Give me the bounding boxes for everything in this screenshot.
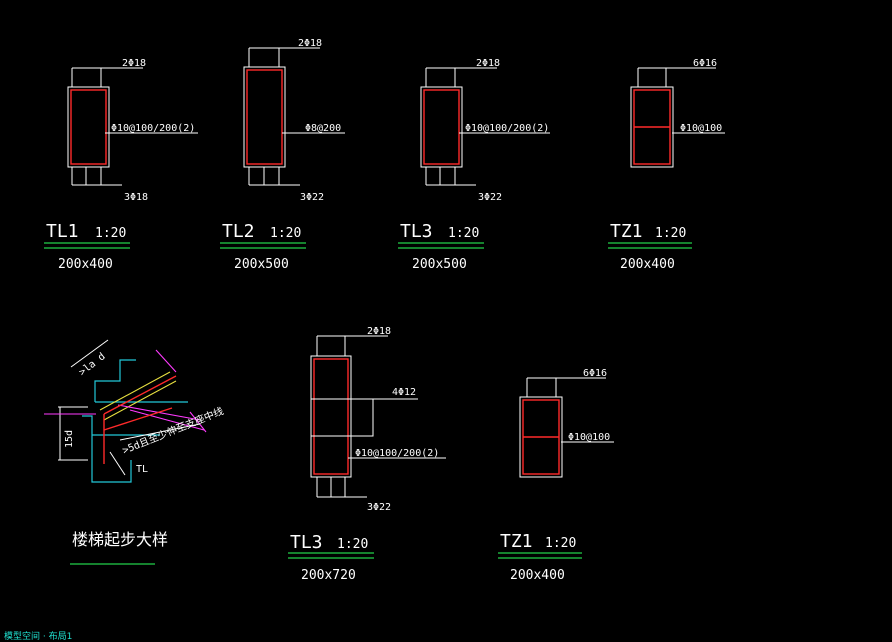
tl1-bottom-bars: 3Φ18 bbox=[124, 192, 148, 203]
tz1-bottom-stirrup: Φ10@100 bbox=[568, 432, 610, 443]
tl1-top-bars: 2Φ18 bbox=[122, 58, 146, 69]
stair-detail-title: 楼梯起步大样 bbox=[72, 530, 168, 549]
stair-start-detail: >la d 15d >5d且至少伸至支座中线 TL 楼梯起步大样 bbox=[44, 339, 225, 565]
title-tz1-top: TZ1 1:20 200x400 bbox=[608, 221, 692, 272]
tl3-bottom-stirrup: Φ10@100/200(2) bbox=[355, 448, 439, 459]
tl2-top-bars: 2Φ18 bbox=[298, 38, 322, 49]
tz1-bottom-top-bars: 6Φ16 bbox=[583, 368, 607, 379]
section-tl3-top: 2Φ18 Φ10@100/200(2) 3Φ22 bbox=[420, 58, 550, 203]
tl3-top-stirrup: Φ10@100/200(2) bbox=[465, 123, 549, 134]
tl3-top-bottom-bars: 3Φ22 bbox=[478, 192, 502, 203]
tz1-bottom-id: TZ1 bbox=[500, 531, 533, 552]
section-tz1-top: 6Φ16 Φ10@100 bbox=[630, 58, 725, 168]
model-space-status[interactable]: 模型空间 · 布局1 bbox=[4, 630, 72, 642]
tz1-top-id: TZ1 bbox=[610, 221, 643, 242]
title-tl3-top: TL3 1:20 200x500 bbox=[398, 221, 484, 272]
tl2-size: 200x500 bbox=[234, 257, 289, 272]
tz1-top-scale: 1:20 bbox=[655, 226, 686, 241]
section-tz1-bottom: 6Φ16 Φ10@100 bbox=[519, 368, 614, 478]
tl1-scale: 1:20 bbox=[95, 226, 126, 241]
tz1-top-bars: 6Φ16 bbox=[693, 58, 717, 69]
title-tl1: TL1 1:20 200x400 bbox=[44, 221, 130, 272]
tl3-bottom-scale: 1:20 bbox=[337, 537, 368, 552]
tl3-bottom-top-bars: 2Φ18 bbox=[367, 326, 391, 337]
title-tl2: TL2 1:20 200x500 bbox=[220, 221, 306, 272]
tz1-bottom-size: 200x400 bbox=[510, 568, 565, 583]
tz1-top-size: 200x400 bbox=[620, 257, 675, 272]
tl3-top-size: 200x500 bbox=[412, 257, 467, 272]
tl1-size: 200x400 bbox=[58, 257, 113, 272]
section-tl1: 2Φ18 Φ10@100/200(2) 3Φ18 bbox=[67, 58, 198, 203]
tl3-top-scale: 1:20 bbox=[448, 226, 479, 241]
tl2-id: TL2 bbox=[222, 221, 255, 242]
tl3-top-id: TL3 bbox=[400, 221, 433, 242]
title-tz1-bottom: TZ1 1:20 200x400 bbox=[498, 531, 582, 583]
tl1-id: TL1 bbox=[46, 221, 79, 242]
stair-depth-label: 15d bbox=[64, 430, 75, 448]
stair-beam-tag: TL bbox=[136, 464, 148, 475]
tl3-bottom-side-bars: 4Φ12 bbox=[392, 387, 416, 398]
section-tl3-bottom: 2Φ18 4Φ12 Φ10@100/200(2) 3Φ22 bbox=[310, 326, 446, 513]
tl2-scale: 1:20 bbox=[270, 226, 301, 241]
tl3-bottom-id: TL3 bbox=[290, 532, 323, 553]
tz1-top-stirrup: Φ10@100 bbox=[680, 123, 722, 134]
tl2-bottom-bars: 3Φ22 bbox=[300, 192, 324, 203]
tl3-top-top-bars: 2Φ18 bbox=[476, 58, 500, 69]
tl1-stirrup: Φ10@100/200(2) bbox=[111, 123, 195, 134]
stair-anchor-label: >la d bbox=[77, 351, 107, 378]
title-tl3-bottom: TL3 1:20 200x720 bbox=[288, 532, 374, 583]
section-tl2: 2Φ18 Φ8@200 3Φ22 bbox=[243, 38, 345, 203]
tl3-bottom-bottom-bars: 3Φ22 bbox=[367, 502, 391, 513]
tl2-stirrup: Φ8@200 bbox=[305, 123, 341, 134]
tl3-bottom-size: 200x720 bbox=[301, 568, 356, 583]
tz1-bottom-scale: 1:20 bbox=[545, 536, 576, 551]
